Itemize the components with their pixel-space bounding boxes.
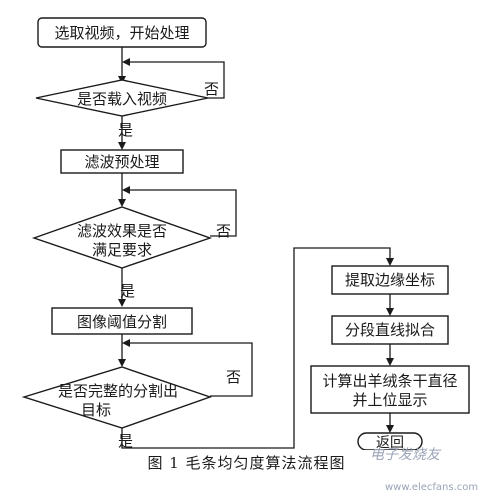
label-yes-filter: 是 [120, 282, 135, 300]
decision-filter-label-2: 满足要求 [92, 241, 152, 259]
arrowhead [118, 142, 126, 150]
arrowhead [118, 299, 126, 307]
arrowhead [122, 186, 130, 194]
process-filter: 滤波预处理 [60, 149, 184, 174]
loop-load-no [126, 61, 225, 99]
connectors [118, 47, 394, 449]
decision-segment: 是否完整的分割出 目标 [21, 366, 213, 429]
start-box [37, 17, 207, 48]
start-node: 选取视频，开始处理 [37, 17, 207, 48]
decision-filter-shape [31, 206, 213, 269]
process-segment: 图像阈值分割 [51, 307, 193, 335]
decision-load-label: 是否载入视频 [77, 90, 167, 108]
extract-edges-box [331, 265, 449, 295]
watermark-brand: 电子发烧友 [370, 447, 440, 463]
decision-load: 是否载入视频 [35, 79, 209, 117]
end-node: 返回 [357, 432, 423, 450]
arrowhead [122, 58, 130, 66]
end-label: 返回 [376, 435, 404, 450]
process-extract-edges: 提取边缘坐标 [331, 265, 449, 295]
decision-segment-label-2: 目标 [81, 401, 111, 419]
segment-box [51, 307, 193, 335]
end-box [357, 432, 423, 450]
loop-filter-no [126, 189, 237, 237]
arrow-segment-yes [121, 247, 391, 449]
label-no-segment: 否 [226, 368, 241, 386]
compute-label-1: 计算出羊绒条干直径 [322, 372, 457, 390]
watermark-url: www.elecfans.com [385, 482, 479, 493]
compute-box [310, 365, 470, 414]
decision-filter-label-1: 滤波效果是否 [77, 222, 167, 240]
arrowhead [386, 308, 394, 316]
loop-segment-no [126, 342, 253, 397]
line-fit-box [331, 315, 449, 345]
process-line-fit: 分段直线拟合 [331, 315, 449, 345]
arrowhead [386, 425, 394, 433]
arrowhead [122, 339, 130, 347]
figure-caption: 图 1 毛条均匀度算法流程图 [147, 454, 346, 472]
label-no-load: 否 [204, 80, 219, 98]
decision-load-shape [35, 79, 209, 117]
label-no-filter: 否 [216, 222, 231, 240]
filter-label: 滤波预处理 [84, 153, 159, 171]
compute-label-2: 并上位显示 [352, 391, 427, 409]
segment-label: 图像阈值分割 [77, 313, 167, 331]
extract-edges-label: 提取边缘坐标 [345, 271, 435, 289]
process-compute: 计算出羊绒条干直径 并上位显示 [310, 365, 470, 414]
decision-segment-label-1: 是否完整的分割出 [58, 382, 178, 400]
label-yes-segment: 是 [118, 432, 133, 450]
decision-segment-shape [21, 366, 213, 429]
label-yes-load: 是 [118, 121, 133, 139]
flowchart: 选取视频，开始处理 是否载入视频 滤波预处理 滤波效果是否 满足要求 图像阈值分… [21, 17, 470, 450]
decision-filter: 滤波效果是否 满足要求 [31, 206, 213, 269]
arrowhead [118, 199, 126, 207]
filter-box [60, 149, 184, 174]
line-fit-label: 分段直线拟合 [345, 321, 435, 339]
arrowhead [118, 359, 126, 367]
arrowhead [386, 358, 394, 366]
arrowhead [386, 258, 394, 266]
start-label: 选取视频，开始处理 [54, 24, 189, 42]
branch-labels: 否 是 否 是 否 是 [118, 80, 241, 450]
